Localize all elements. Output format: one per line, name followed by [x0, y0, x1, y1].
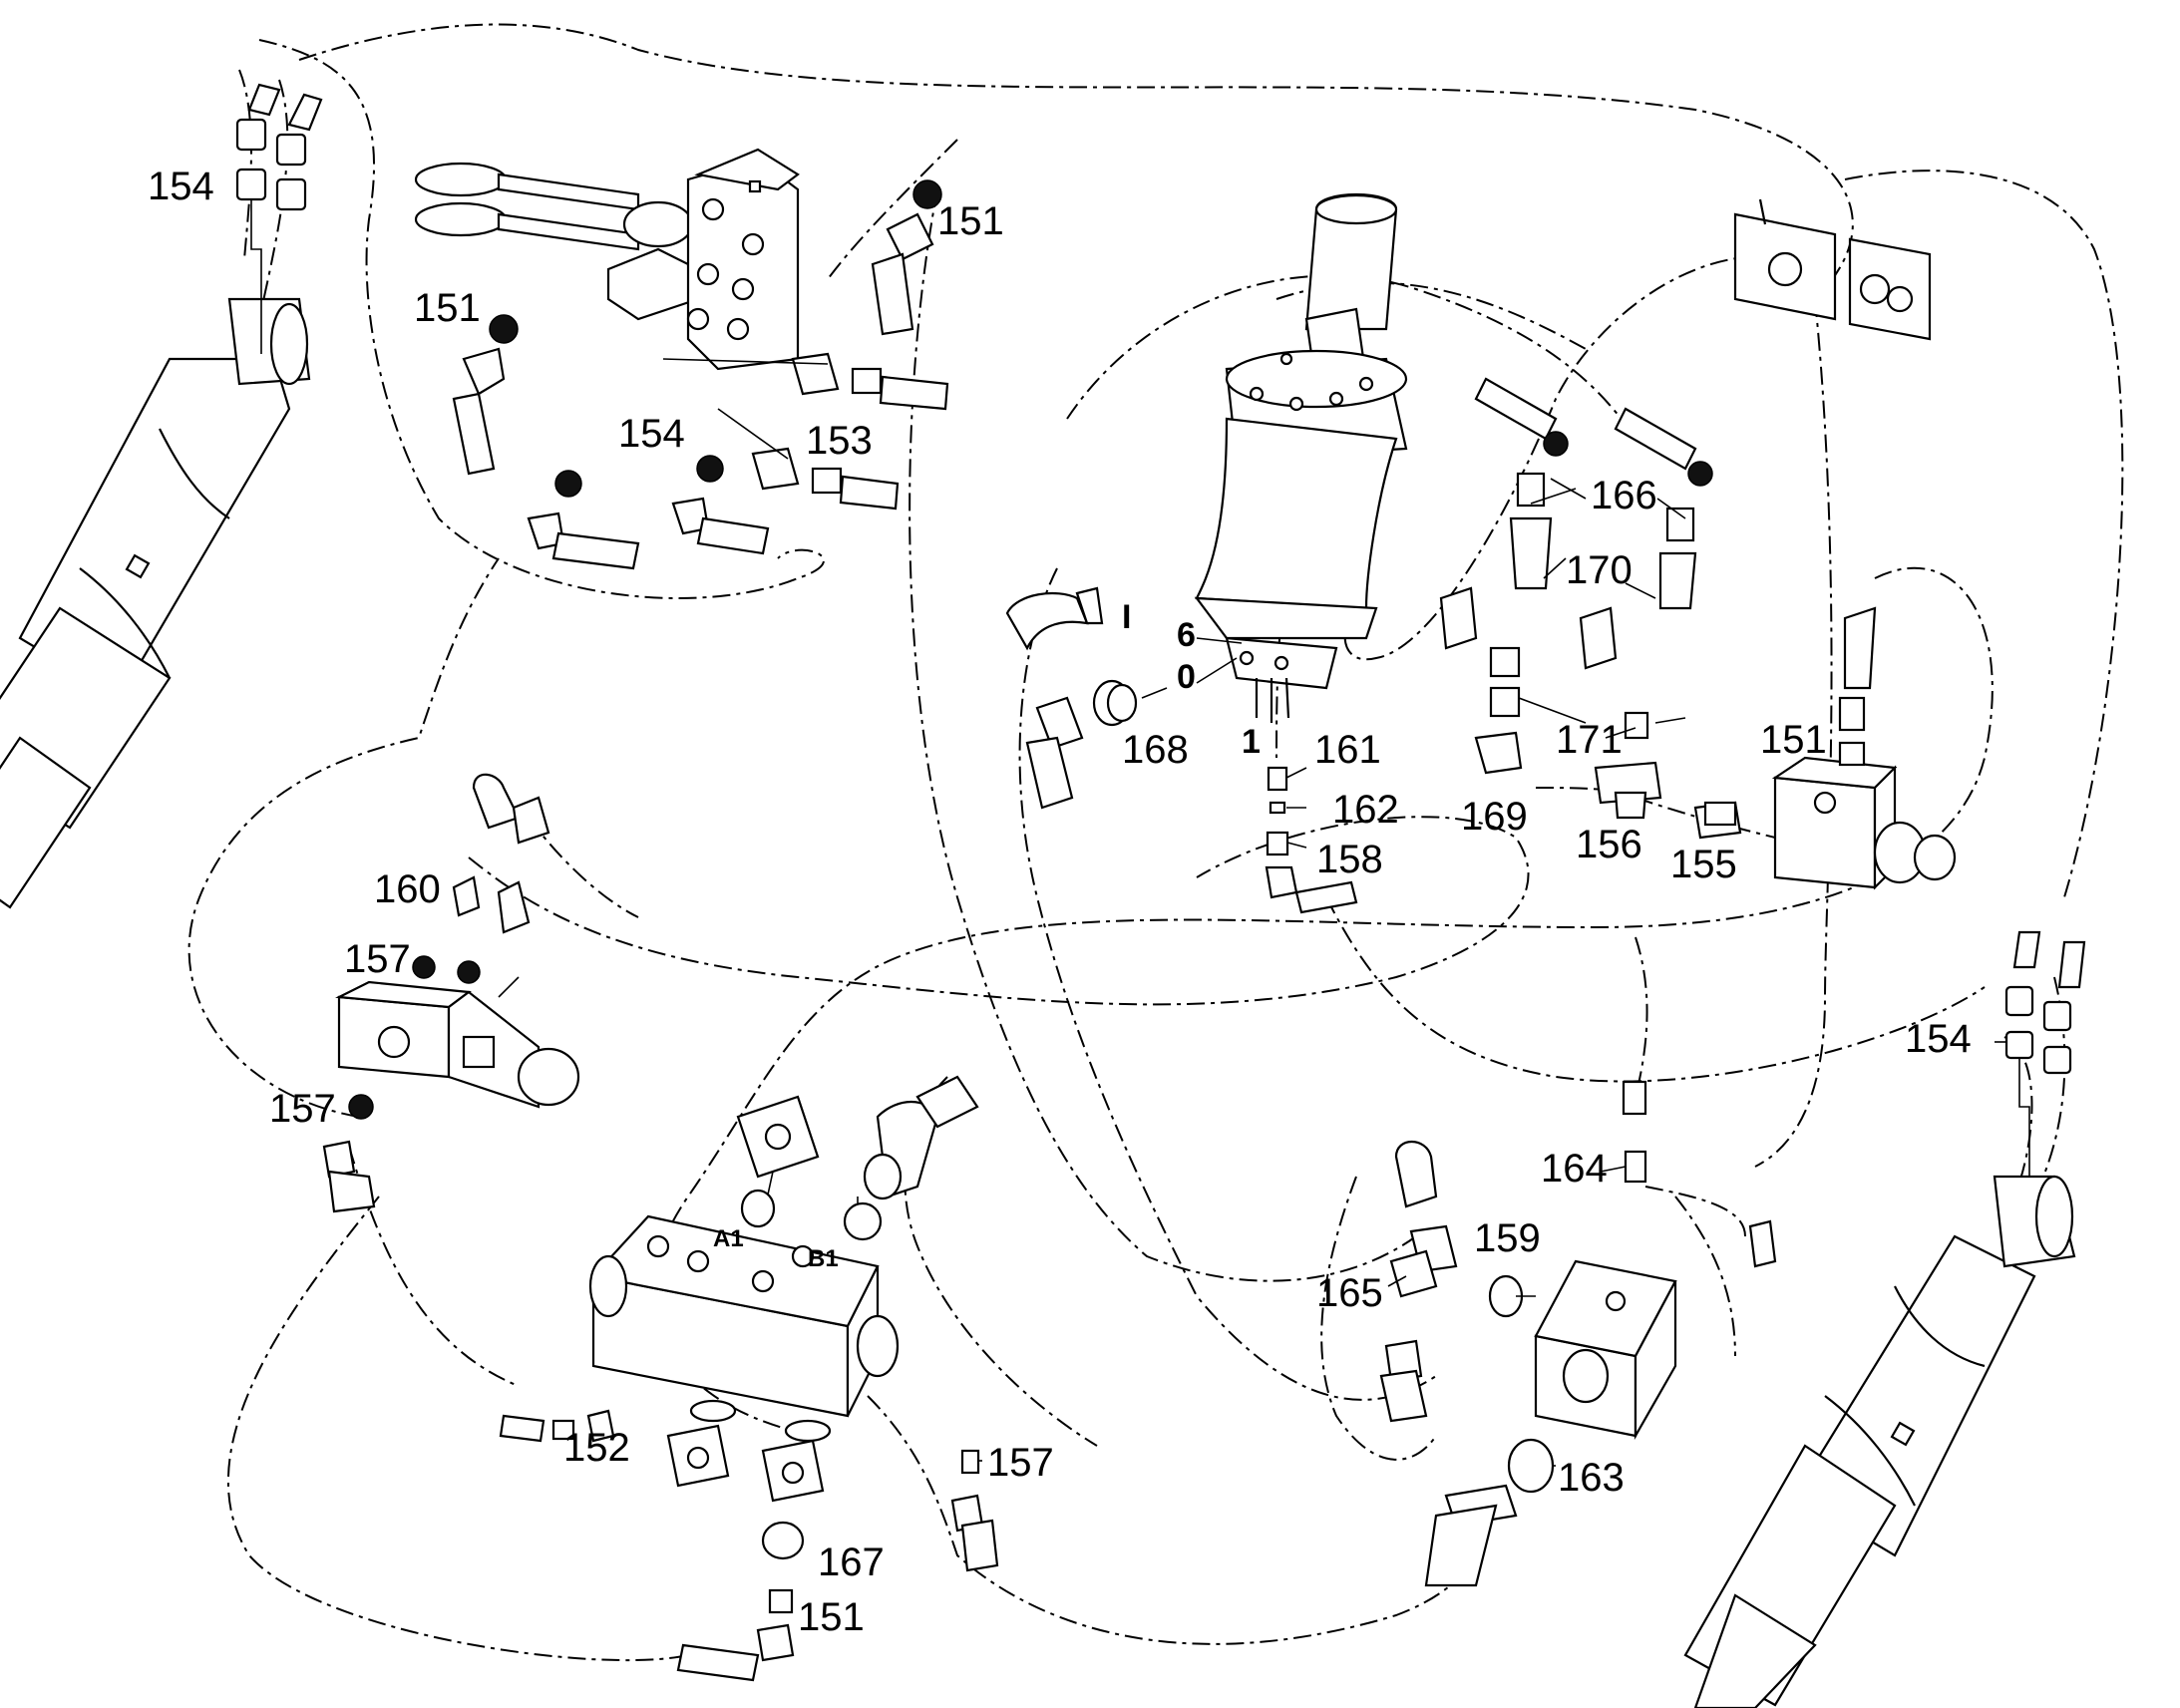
- fittings-157-bottom: [950, 1449, 999, 1572]
- callout-166: 166: [1591, 474, 1657, 517]
- callout-161: 161: [1314, 728, 1381, 772]
- mounting-plate: [1733, 198, 1932, 341]
- callout-168: 168: [1122, 728, 1189, 772]
- callout-152: 152: [563, 1426, 630, 1470]
- callout-154-right: 154: [1905, 1017, 1972, 1061]
- port-label-a1: A1: [713, 1225, 744, 1252]
- callout-165: 165: [1316, 1271, 1383, 1315]
- manifold-a1-b1: A1 B1: [499, 1075, 979, 1682]
- callout-155: 155: [1670, 843, 1737, 886]
- control-valve-levers: [414, 148, 800, 371]
- callout-160: 160: [374, 867, 441, 911]
- callout-167: 167: [818, 1540, 885, 1584]
- callout-154-center: 154: [618, 412, 685, 456]
- right-cylinder: [1683, 1175, 2076, 1708]
- pump-motor: [1194, 193, 1408, 723]
- hose-ends-valve: [452, 179, 942, 570]
- valve-block-left: [322, 773, 580, 1213]
- callout-171: 171: [1556, 718, 1623, 762]
- callout-leaders: [498, 478, 2006, 1467]
- callout-159: 159: [1474, 1216, 1541, 1260]
- valve-block-right: [1703, 606, 1957, 890]
- callouts: 154 151 151 154 153 166 170 171 169 151 …: [148, 165, 1972, 1639]
- callout-151-valve: 151: [414, 286, 481, 330]
- fittings-153: [662, 352, 949, 511]
- callout-169: 169: [1461, 795, 1528, 839]
- callout-157-left: 157: [269, 1087, 336, 1131]
- elbow-168: [1005, 586, 1168, 810]
- callout-154-top-left: 154: [148, 165, 214, 208]
- port-label-b1: B1: [808, 1245, 839, 1272]
- callout-170: 170: [1566, 548, 1633, 592]
- callout-163: 163: [1558, 1456, 1625, 1500]
- port-label-i: I: [1122, 598, 1131, 636]
- callout-151-right: 151: [1760, 718, 1827, 762]
- port-label-0: 0: [1177, 658, 1196, 696]
- fittings-161-162-158: [1265, 766, 1358, 914]
- valve-block-lower-right: [1379, 1080, 1777, 1587]
- callout-157-bottom: 157: [987, 1441, 1054, 1485]
- callout-151-bottom: 151: [798, 1595, 865, 1639]
- port-label-1: 1: [1242, 723, 1261, 761]
- callout-151-top-center: 151: [937, 199, 1004, 243]
- fittings-154-right: [2004, 930, 2086, 1177]
- callout-164: 164: [1541, 1147, 1608, 1191]
- callout-153: 153: [806, 419, 873, 463]
- fittings-166-171: [1439, 377, 1742, 840]
- callout-158: 158: [1316, 838, 1383, 881]
- callout-156: 156: [1576, 823, 1642, 866]
- left-cylinder: [0, 297, 311, 909]
- hose-routes: [187, 23, 2124, 1662]
- callout-162: 162: [1332, 788, 1399, 832]
- callout-157-upper: 157: [344, 937, 411, 981]
- fittings-154-top-left: [235, 83, 323, 354]
- port-label-6: 6: [1177, 616, 1196, 654]
- pump-port-labels: I 6 0 1: [1122, 598, 1261, 761]
